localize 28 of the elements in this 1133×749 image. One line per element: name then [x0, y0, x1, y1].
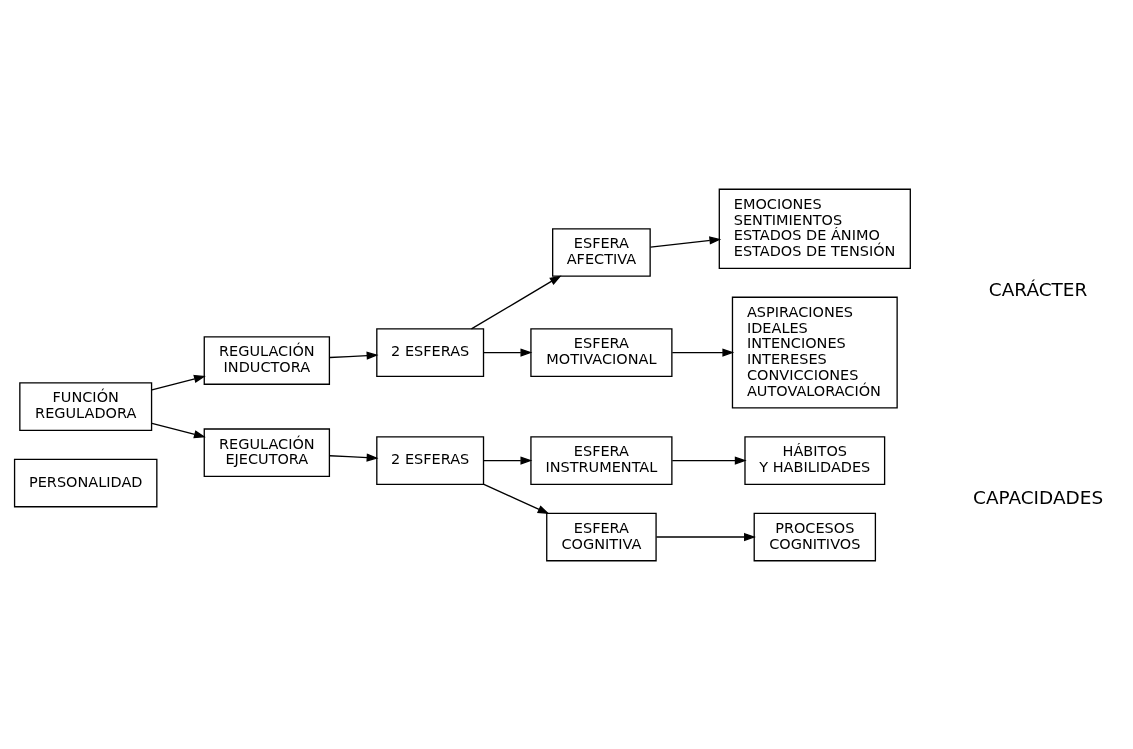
arrow: [483, 455, 533, 465]
node-box: REGULACIÓN INDUCTORA: [203, 335, 331, 385]
node-box: ESFERA INSTRUMENTAL: [530, 435, 673, 485]
node-box: ESFERA MOTIVACIONAL: [530, 327, 673, 377]
node-box: PROCESOS COGNITIVOS: [753, 512, 877, 561]
node-box: 2 ESFERAS: [376, 435, 485, 485]
node-box: HÁBITOS Y HABILIDADES: [744, 435, 886, 485]
label: CAPACIDADES: [973, 486, 1104, 508]
arrow: [470, 274, 562, 330]
node-box: PERSONALIDAD: [13, 458, 158, 507]
arrow: [483, 347, 533, 357]
arrow: [671, 347, 735, 357]
arrow: [151, 374, 206, 390]
arrow: [151, 422, 206, 438]
arrow: [483, 483, 550, 514]
label: CARÁCTER: [988, 278, 1088, 300]
node-box: ESFERA AFECTIVA: [552, 227, 651, 277]
arrow: [655, 532, 756, 541]
node-box: EMOCIONES SENTIMIENTOS ESTADOS DE ÁNIMO ESTADOS DE TENSIÓN: [718, 188, 911, 269]
node-box: ESFERA COGNITIVA: [546, 512, 657, 561]
arrow: [671, 455, 747, 465]
node-box: FUNCIÓN REGULADORA: [19, 381, 153, 431]
node-box: REGULACIÓN EJECUTORA: [203, 427, 331, 477]
arrow: [329, 452, 379, 462]
arrow: [649, 235, 722, 248]
node-box: ASPIRACIONES IDEALES INTENCIONES INTERESES CONVICCIONES AUTOVALORACIÓN: [731, 296, 898, 409]
arrow: [329, 351, 379, 360]
node-box: 2 ESFERAS: [376, 327, 485, 377]
